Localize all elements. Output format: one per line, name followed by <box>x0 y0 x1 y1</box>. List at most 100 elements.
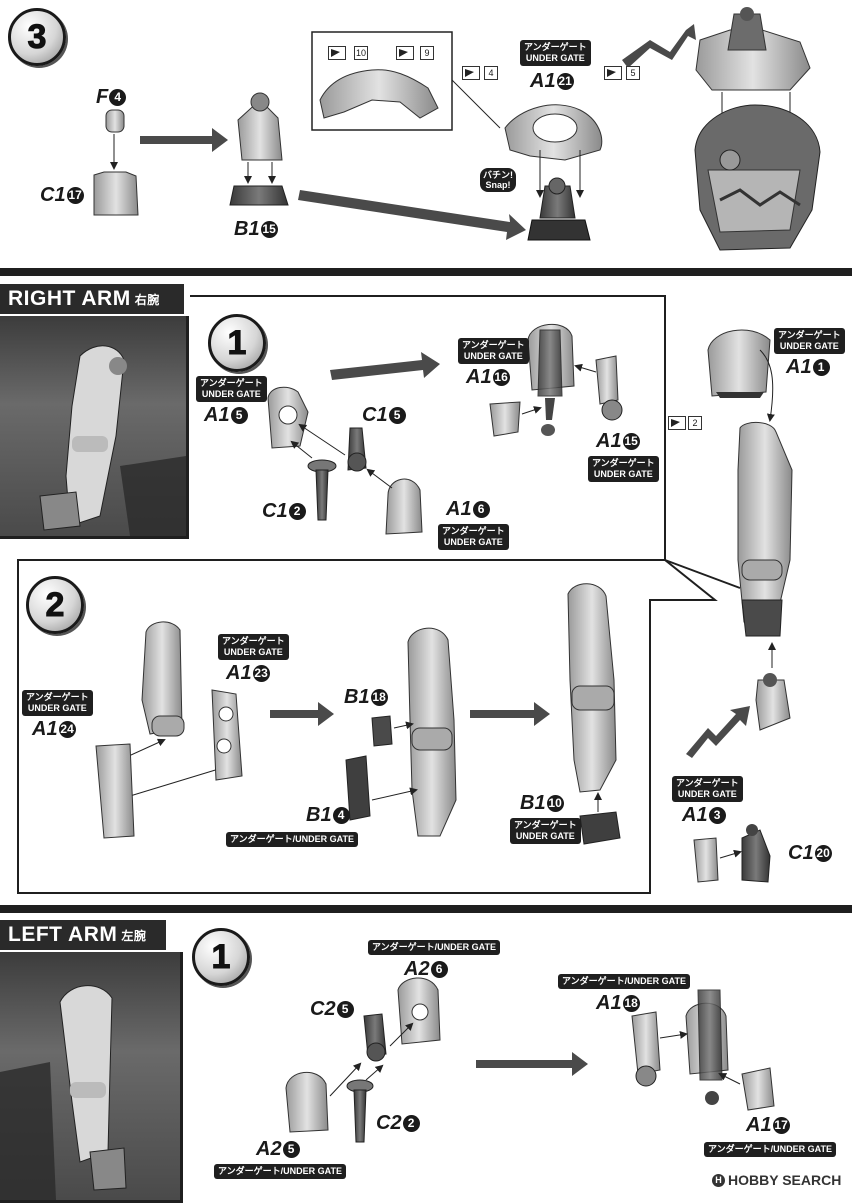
snap-badge: バチン! Snap! <box>480 168 516 192</box>
nipper-icon <box>328 46 346 60</box>
under-gate-note: アンダーゲート/UNDER GATE <box>214 1164 346 1179</box>
step-number: 1 <box>211 937 231 976</box>
part-letter: C1 <box>362 404 388 426</box>
gate-en: UNDER GATE <box>593 469 653 479</box>
part-letter: A1 <box>746 1114 772 1136</box>
part-letter: B1 <box>520 792 546 814</box>
watermark-logo-icon: H <box>712 1173 725 1187</box>
part-number: 21 <box>556 73 574 90</box>
step-number-badge: 2 <box>26 576 84 634</box>
part-letter: C1 <box>262 500 288 522</box>
part-letter: A1 <box>204 404 230 426</box>
section-divider <box>0 905 852 913</box>
nipper-icon <box>396 46 414 60</box>
part-number: 16 <box>492 369 510 386</box>
gate-jp: アンダーゲート <box>514 820 577 830</box>
gate-jp: アンダーゲート <box>222 636 285 646</box>
part-letter: F <box>96 86 109 108</box>
section-title-kanji: 右腕 <box>134 292 160 307</box>
gate-en: UNDER GATE <box>463 351 523 361</box>
part-letter: A1 <box>446 498 472 520</box>
snap-en: Snap! <box>485 180 511 190</box>
gate-text: アンダーゲート/UNDER GATE <box>372 942 496 952</box>
gate-jp: アンダーゲート <box>592 458 655 468</box>
gate-jp: アンダーゲート <box>524 42 587 52</box>
under-gate-note: アンダーゲート UNDER GATE <box>510 818 581 844</box>
part-number: 1 <box>812 359 830 376</box>
left-arm-step1-art <box>285 977 775 1143</box>
part-letter: A2 <box>256 1138 282 1160</box>
part-letter: C1 <box>788 842 814 864</box>
top-section-art <box>93 7 821 251</box>
right-arm-step2-art <box>17 559 741 894</box>
part-number: 4 <box>109 89 127 106</box>
section-title-text: LEFT ARM <box>8 923 118 946</box>
part-letter: A1 <box>682 804 708 826</box>
part-letter: B1 <box>344 686 370 708</box>
part-number: 18 <box>622 995 640 1012</box>
under-gate-note: アンダーゲート UNDER GATE <box>672 776 743 802</box>
section-title-text: RIGHT ARM <box>8 287 131 310</box>
under-gate-note: アンダーゲート/UNDER GATE <box>226 832 358 847</box>
part-number: 4 <box>332 807 350 824</box>
gate-text: アンダーゲート/UNDER GATE <box>218 1166 342 1176</box>
gate-en: UNDER GATE <box>443 537 503 547</box>
gate-en: UNDER GATE <box>779 341 839 351</box>
step-number: 3 <box>27 17 47 56</box>
under-gate-note: アンダーゲート UNDER GATE <box>218 634 289 660</box>
gate-en: UNDER GATE <box>201 389 261 399</box>
part-letter: A1 <box>596 430 622 452</box>
step-number-badge: 3 <box>8 8 66 66</box>
right-arm-assembled-art <box>686 329 793 883</box>
part-letter: A1 <box>530 70 556 92</box>
gate-en: UNDER GATE <box>27 703 87 713</box>
part-number: 24 <box>58 721 76 738</box>
under-gate-note: アンダーゲート UNDER GATE <box>774 328 845 354</box>
nipper-icon <box>462 66 480 80</box>
section-title-kanji: 左腕 <box>121 928 147 943</box>
cut-tag: 5 <box>626 66 640 80</box>
part-number: 15 <box>622 433 640 450</box>
under-gate-note: アンダーゲート UNDER GATE <box>520 40 591 66</box>
step-number-badge: 1 <box>208 314 266 372</box>
part-number: 2 <box>288 503 306 520</box>
part-number: 23 <box>252 665 270 682</box>
gate-jp: アンダーゲート <box>26 692 89 702</box>
part-number: 6 <box>430 961 448 978</box>
part-number: 5 <box>336 1001 354 1018</box>
watermark: H HOBBY SEARCH <box>712 1172 841 1188</box>
snap-jp: バチン! <box>483 170 513 180</box>
part-letter: A1 <box>596 992 622 1014</box>
part-letter: C2 <box>310 998 336 1020</box>
part-letter: A1 <box>226 662 252 684</box>
cut-tag: 4 <box>484 66 498 80</box>
left-arm-title: LEFT ARM 左腕 <box>0 920 166 950</box>
part-letter: A1 <box>32 718 58 740</box>
right-arm-step1-art <box>190 295 666 560</box>
gate-jp: アンダーゲート <box>778 330 841 340</box>
under-gate-note: アンダーゲート UNDER GATE <box>588 456 659 482</box>
under-gate-note: アンダーゲート/UNDER GATE <box>368 940 500 955</box>
part-number: 10 <box>546 795 564 812</box>
step-number: 2 <box>45 585 65 624</box>
gate-jp: アンダーゲート <box>200 378 263 388</box>
gate-en: UNDER GATE <box>677 789 737 799</box>
under-gate-note: アンダーゲート UNDER GATE <box>458 338 529 364</box>
part-letter: C2 <box>376 1112 402 1134</box>
part-number: 20 <box>814 845 832 862</box>
